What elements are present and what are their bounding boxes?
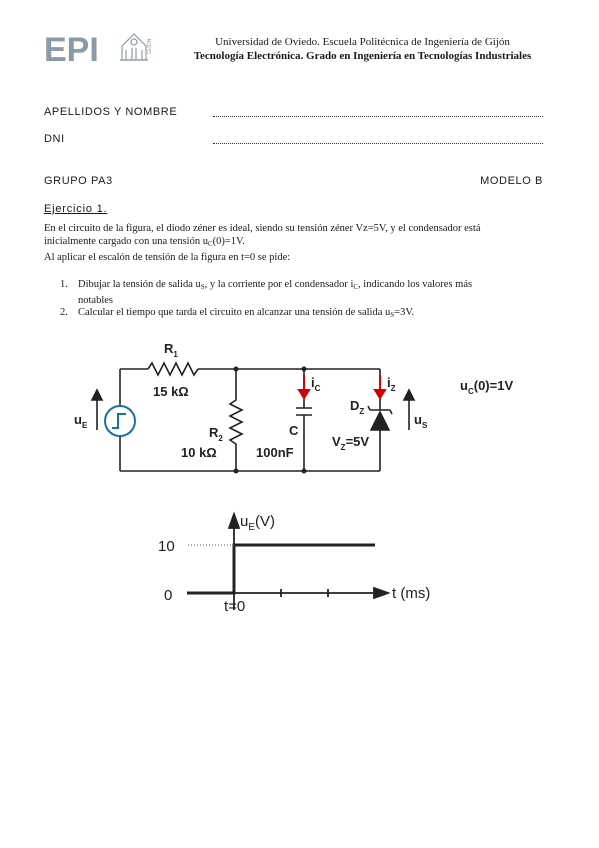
uc0-label: uC(0)=1V	[460, 378, 513, 396]
dni-label: DNI	[44, 133, 65, 145]
step-source-icon	[104, 405, 136, 437]
header-institution: Universidad de Oviedo. Escuela Politécni…	[215, 36, 510, 48]
svg-text:R1: R1	[164, 341, 178, 359]
c-value: 100nF	[256, 445, 294, 460]
model-label: MODELO B	[480, 175, 543, 187]
step-series-line	[187, 543, 375, 595]
name-field[interactable]	[213, 116, 543, 117]
r2-resistor	[228, 369, 244, 471]
university-seal-icon	[120, 33, 148, 61]
svg-text:DZ: DZ	[350, 398, 364, 416]
r2-value: 10 kΩ	[181, 445, 217, 460]
y-tick-0: 0	[164, 587, 172, 604]
dni-field[interactable]	[213, 143, 543, 144]
list-item: 1.Dibujar la tensión de salida uS, y la …	[60, 279, 473, 306]
t0-label: t=0	[224, 598, 245, 615]
x-axis-label: t (ms)	[392, 585, 430, 602]
y-axis-arrow-icon	[227, 511, 241, 529]
r1-resistor	[147, 361, 199, 377]
logo-subtext: GIJÓN	[146, 38, 153, 54]
header-course: Tecnología Electrónica. Grado en Ingenie…	[193, 50, 532, 62]
svg-text:uE: uE	[74, 412, 88, 430]
svg-text:iZ: iZ	[387, 375, 396, 393]
y-tick-10: 10	[158, 538, 175, 555]
r1-value: 15 kΩ	[153, 384, 189, 399]
name-label: APELLIDOS Y NOMBRE	[44, 106, 178, 118]
c-label: C	[289, 423, 299, 438]
svg-text:R2: R2	[209, 425, 223, 443]
circuit-nodes	[233, 366, 307, 474]
x-axis-arrow-icon	[373, 586, 391, 600]
exercise-intro: En el circuito de la figura, el diodo zé…	[44, 223, 481, 263]
circuit-diagram: R1 15 kΩ R2 10 kΩ C 100nF iC iZ DZ VZ=5V…	[74, 341, 513, 474]
svg-text:uS: uS	[414, 412, 428, 430]
y-axis-label: uE(V)	[240, 513, 275, 533]
svg-text:iC: iC	[311, 375, 321, 393]
svg-text:VZ=5V: VZ=5V	[332, 434, 369, 452]
step-graph: uE(V) 10 0 t=0 t (ms)	[158, 511, 430, 615]
x-ticks	[280, 589, 329, 597]
exercise-title: Ejercicio 1.	[44, 203, 108, 215]
epi-logo: EPI GIJÓN	[44, 31, 153, 66]
list-item: 2.Calcular el tiempo que tarda el circui…	[60, 307, 415, 319]
logo-text: EPI	[44, 31, 99, 66]
zener-diode	[367, 405, 393, 431]
group-label: GRUPO PA3	[44, 175, 113, 187]
